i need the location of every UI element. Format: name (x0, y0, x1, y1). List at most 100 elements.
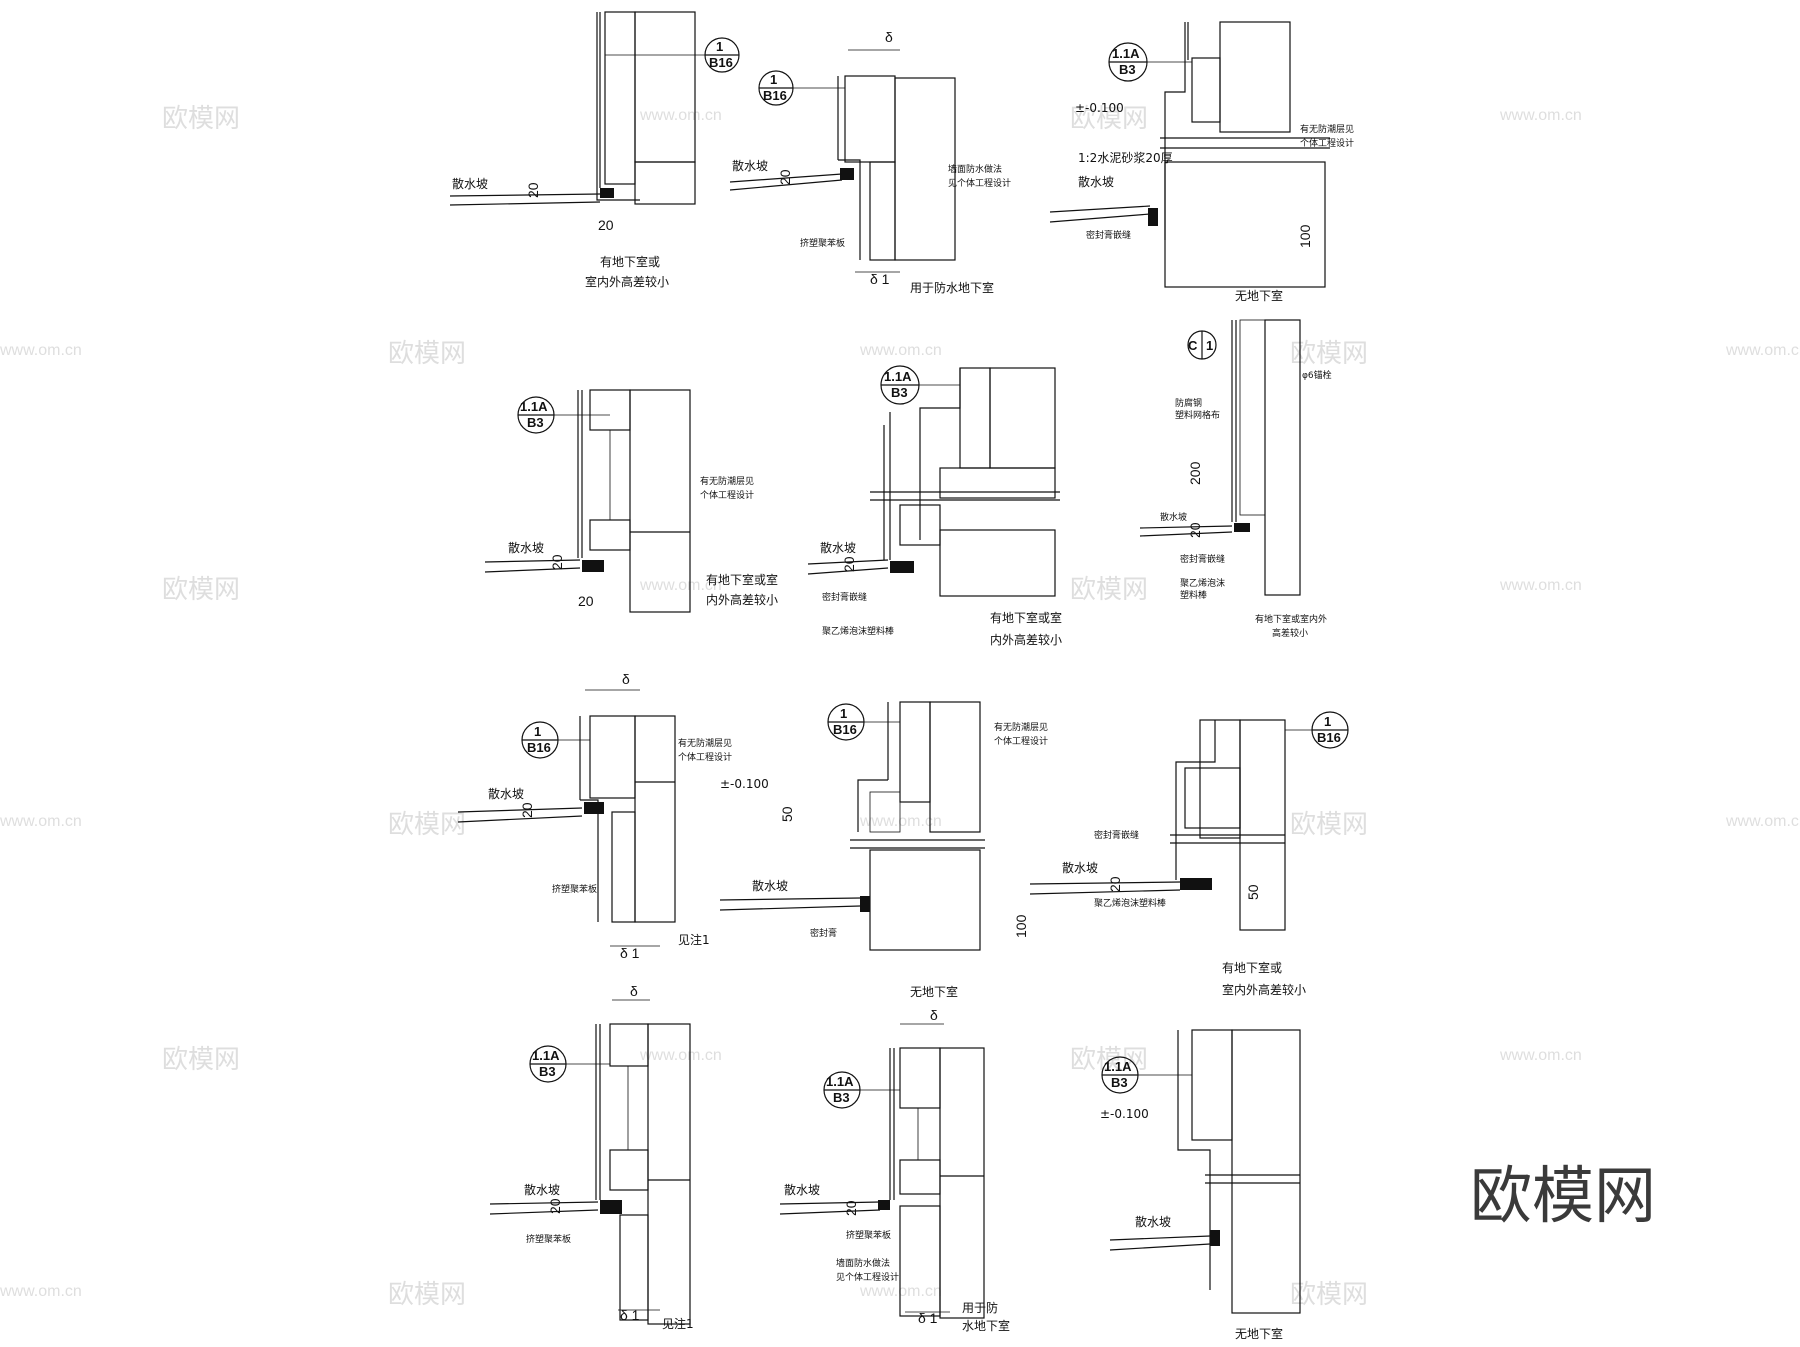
mesh-note: 防腐钢 (1175, 397, 1202, 409)
svg-text:1: 1 (1324, 714, 1331, 729)
sealant-block (1234, 523, 1250, 532)
apron-label: 散水坡 (524, 1182, 560, 1197)
dim-label: δ (885, 29, 893, 45)
sealant-block (1148, 208, 1158, 226)
wp-note: 墙面防水做法 (948, 163, 1002, 175)
apron-label: 散水坡 (1078, 174, 1114, 189)
damp-note: 个体工程设计 (1300, 137, 1354, 149)
detail-ref-marker: 1.1A B3 (880, 365, 960, 405)
apron-label: 散水坡 (784, 1182, 820, 1197)
svg-text:B3: B3 (833, 1090, 850, 1105)
wp-note: 见个体工程设计 (836, 1271, 899, 1283)
dim-label: 20 (519, 802, 535, 818)
watermark-brand: 欧模网 (162, 1045, 240, 1075)
detail-xps-basement-2: 散水坡 20 挤塑聚苯板 δ 见注1 δ 1 1.1A B3 (489, 983, 694, 1331)
detail-waterproof-basement-2: 散水坡 20 挤塑聚苯板 墙面防水做法 见个体工程设计 δ δ 1 用于防 水地… (779, 1007, 1010, 1333)
detail-basement-small-diff-2: 散水坡 20 20 有无防潮层见 个体工程设计 1.1A B3 有地下室或室 内… (484, 389, 778, 613)
damp-note: 个体工程设计 (994, 735, 1048, 747)
detail-no-basement-3: ±-0.100 散水坡 1.1A B3 无地下室 (1100, 1029, 1301, 1341)
dim-label: δ 1 (620, 945, 640, 961)
watermark-brand: 欧模网 (388, 1280, 466, 1310)
apron-label: 散水坡 (488, 786, 524, 801)
detail-ref-marker: C 1 (1187, 330, 1217, 360)
pe-rod-label: 聚乙烯泡沫塑料棒 (1094, 897, 1166, 909)
caption-line: 有地下室或 (600, 254, 660, 269)
watermark-url: www.om.cn (1725, 342, 1800, 359)
sealant-block (600, 1200, 622, 1214)
watermark-url: www.om.cn (639, 1047, 722, 1064)
elev-label: ±-0.100 (1075, 101, 1124, 115)
mesh-note: 塑料网格布 (1175, 409, 1220, 421)
dim-label: 20 (1187, 522, 1203, 538)
detail-ref-marker: 1 B16 (758, 70, 845, 106)
svg-text:1: 1 (840, 706, 847, 721)
xps-label: 挤塑聚苯板 (800, 237, 845, 249)
dim-label: 50 (779, 806, 795, 822)
dim-label: δ (630, 983, 638, 999)
dim-label: 100 (1297, 224, 1313, 248)
note1-label: 见注1 (678, 932, 710, 947)
watermark-brand: 欧模网 (1290, 810, 1368, 840)
caption-line: 无地下室 (910, 984, 958, 999)
svg-text:B16: B16 (833, 722, 857, 737)
watermark-brand: 欧模网 (1070, 104, 1148, 134)
detail-ref-marker: 1.1A B3 (1108, 42, 1192, 82)
detail-basement-small-diff-3: 散水坡 20 密封膏嵌缝 聚乙烯泡沫塑料棒 1.1A B3 有地下室或室 内外高… (807, 365, 1062, 647)
watermark-brand: 欧模网 (1290, 1280, 1368, 1310)
svg-text:B16: B16 (709, 55, 733, 70)
brand-logo: 欧模网 (1470, 1159, 1656, 1232)
svg-text:B16: B16 (1317, 730, 1341, 745)
detail-basement-small-diff-5: 散水坡 20 50 密封膏嵌缝 聚乙烯泡沫塑料棒 1 B16 有地下室或 室内外… (1029, 711, 1349, 997)
watermark-brand: 欧模网 (388, 810, 466, 840)
watermark-url: www.om.cn (639, 577, 722, 594)
detail-ref-marker: 1 B16 (827, 703, 900, 741)
sealant-label: 密封膏嵌缝 (1180, 553, 1225, 565)
damp-note: 个体工程设计 (700, 489, 754, 501)
xps-label: 挤塑聚苯板 (552, 883, 597, 895)
svg-text:1: 1 (716, 39, 723, 54)
apron-label: 散水坡 (1135, 1214, 1171, 1229)
apron-label: 散水坡 (452, 176, 488, 191)
svg-text:B16: B16 (763, 88, 787, 103)
watermark-url: www.om.cn (0, 342, 82, 359)
dim-label: δ 1 (620, 1307, 640, 1323)
damp-note: 有无防潮层见 (994, 721, 1048, 733)
sealant-label: 密封膏嵌缝 (1094, 829, 1139, 841)
apron-label: 散水坡 (1160, 511, 1187, 523)
note1-label: 见注1 (662, 1316, 694, 1331)
watermark-url: www.om.cn (0, 1283, 82, 1300)
sealant-block (1180, 878, 1212, 890)
svg-text:B3: B3 (1111, 1075, 1128, 1090)
elev-label: ±-0.100 (1100, 1107, 1149, 1121)
detail-ref-marker: 1.1A B3 (1101, 1056, 1192, 1094)
caption-line: 室内外高差较小 (585, 274, 669, 289)
detail-ref-marker: 1 B16 (1285, 711, 1349, 749)
detail-ref-marker: 1.1A B3 (529, 1045, 610, 1083)
caption-line: 有地下室或室内外 (1255, 613, 1327, 625)
watermark-layer: 欧模网 www.om.cn 欧模网 www.om.cn www.om.cn 欧模… (0, 104, 1800, 1310)
svg-text:1: 1 (1206, 338, 1213, 353)
watermark-url: www.om.cn (639, 107, 722, 124)
sealant-label: 密封膏嵌缝 (822, 591, 867, 603)
pe-rod-label: 塑料棒 (1180, 589, 1207, 601)
mortar-label: 1:2水泥砂浆20厚 (1078, 150, 1173, 165)
xps-label: 挤塑聚苯板 (846, 1229, 891, 1241)
wp-note: 见个体工程设计 (948, 177, 1011, 189)
svg-text:1.1A: 1.1A (1104, 1059, 1132, 1074)
sealant-block (860, 896, 870, 912)
watermark-url: www.om.cn (859, 342, 942, 359)
caption-line: 内外高差较小 (706, 592, 778, 607)
apron-label: 散水坡 (732, 158, 768, 173)
detail-ref-marker: 1.1A B3 (517, 396, 610, 434)
dim-label: 20 (843, 1200, 859, 1216)
caption-line: 有地下室或 (1222, 960, 1282, 975)
watermark-brand: 欧模网 (162, 104, 240, 134)
svg-text:C: C (1188, 338, 1198, 353)
svg-text:1.1A: 1.1A (520, 399, 548, 414)
sealant-block (840, 168, 854, 180)
apron-label: 散水坡 (752, 878, 788, 893)
detail-no-basement-1: ±-0.100 1:2水泥砂浆20厚 散水坡 密封膏嵌缝 有无防潮层见 个体工程… (1049, 21, 1354, 303)
watermark-brand: 欧模网 (388, 339, 466, 369)
watermark-url: www.om.cn (0, 813, 82, 830)
